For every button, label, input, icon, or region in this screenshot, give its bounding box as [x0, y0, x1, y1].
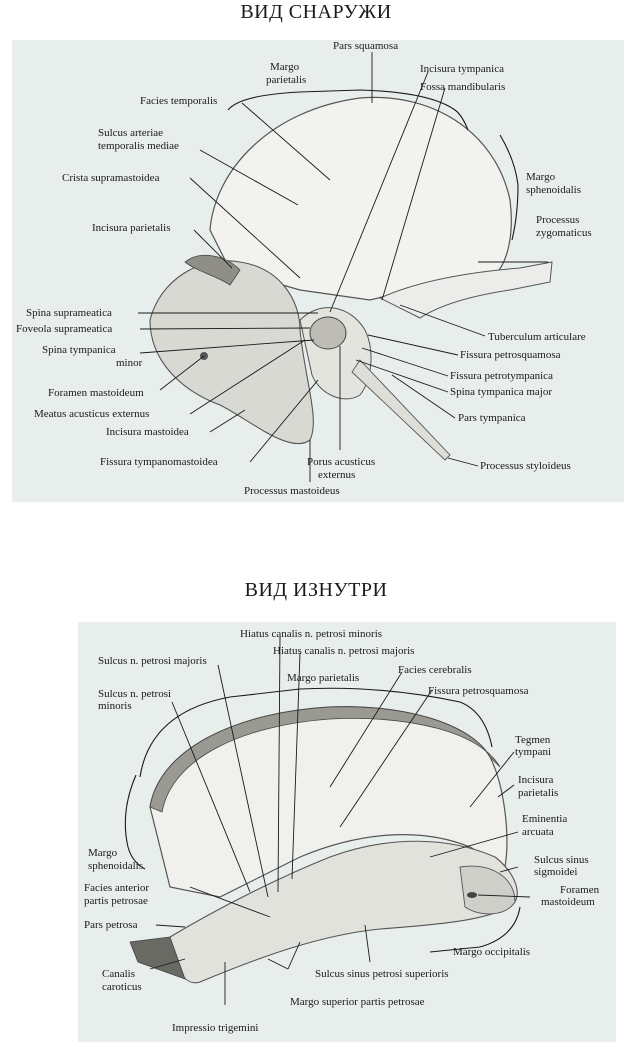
- inner-margo-occipitalis-bracket: [429, 906, 521, 953]
- label-sulcus-petrosi-minoris-1: Sulcus n. petrosi: [98, 688, 171, 700]
- label-facies-anterior-1: Facies anterior: [84, 882, 149, 894]
- squama-shape: [209, 96, 512, 301]
- label-foveola-suprameatica: Foveola suprameatica: [16, 323, 112, 335]
- label-incisura-parietalis-1: Incisura: [518, 774, 554, 786]
- label-eminentia-arcuata-1: Eminentia: [522, 813, 567, 825]
- inner-view-title: ВИД ИЗНУТРИ: [244, 579, 388, 601]
- label-margo-sphenoidalis-1: Margo: [88, 847, 118, 859]
- label-tegmen-tympani-1: Tegmen: [515, 734, 551, 746]
- label-spina-tympanica-minor-2: minor: [116, 357, 143, 369]
- label-spina-tympanica-minor-1: Spina tympanica: [42, 344, 116, 356]
- label-facies-anterior-2: partis petrosae: [84, 895, 148, 907]
- styloid-process-shape: [351, 359, 451, 461]
- label-processus-zygomaticus-2: zygomaticus: [536, 227, 592, 239]
- margo-sphenoidalis-bracket: [499, 134, 519, 241]
- label-margo-parietalis-2: parietalis: [266, 74, 306, 86]
- label-sulcus-arteriae-1: Sulcus arteriae: [98, 127, 163, 139]
- temporal-bone-inner-drawing: [129, 706, 518, 984]
- inner-margo-parietalis-bracket: [139, 687, 493, 778]
- label-crista-supramastoidea: Crista supramastoidea: [62, 172, 160, 184]
- label-margo-sphenoidalis-2: sphenoidalis: [88, 860, 143, 872]
- serrated-margin-shape: [149, 706, 501, 813]
- zygomatic-process-shape: [378, 261, 553, 319]
- label-margo-occipitalis: Margo occipitalis: [453, 946, 530, 958]
- label-impressio-trigemini: Impressio trigemini: [172, 1022, 258, 1034]
- label-margo-superior: Margo superior partis petrosae: [290, 996, 425, 1008]
- label-fissura-petrosquamosa: Fissura petrosquamosa: [428, 685, 529, 697]
- temporal-bone-outer-drawing: [149, 96, 553, 461]
- label-incisura-mastoidea: Incisura mastoidea: [106, 426, 189, 438]
- petrous-apex-shape: [129, 936, 186, 980]
- label-pars-squamosa: Pars squamosa: [333, 40, 398, 52]
- label-eminentia-arcuata-2: arcuata: [522, 826, 554, 838]
- label-processus-styloideus: Processus styloideus: [480, 460, 571, 472]
- label-pars-tympanica: Pars tympanica: [458, 412, 526, 424]
- label-hiatus-minoris: Hiatus canalis n. petrosi minoris: [240, 628, 382, 640]
- label-processus-mastoideus: Processus mastoideus: [244, 485, 340, 497]
- label-foramen-mastoideum: Foramen mastoideum: [48, 387, 144, 399]
- label-margo-parietalis-1: Margo: [270, 61, 300, 73]
- inner-leader-lines: [149, 636, 531, 1005]
- mastoid-shape: [149, 260, 314, 445]
- label-margo-parietalis: Margo parietalis: [287, 672, 359, 684]
- label-meatus-acusticus-externus: Meatus acusticus externus: [34, 408, 149, 420]
- label-foramen-mastoideum-2: mastoideum: [541, 896, 595, 908]
- label-canalis-caroticus-1: Canalis: [102, 968, 135, 980]
- label-incisura-tympanica: Incisura tympanica: [420, 63, 504, 75]
- outer-leader-lines: [138, 52, 548, 482]
- outer-view-figure: Pars squamosa Margo parietalis Incisura …: [16, 40, 592, 497]
- label-facies-temporalis: Facies temporalis: [140, 95, 217, 107]
- label-pars-petrosa: Pars petrosa: [84, 919, 138, 931]
- inner-margo-sphenoidalis-bracket: [124, 774, 146, 870]
- label-sulcus-sinus-petrosi-superioris: Sulcus sinus petrosi superioris: [315, 968, 449, 980]
- label-sulcus-petrosi-minoris-2: minoris: [98, 700, 132, 712]
- sigmoid-sulcus-shape: [459, 865, 516, 915]
- label-processus-zygomaticus-1: Processus: [536, 214, 579, 226]
- label-margo-sphenoidalis-1: Margo: [526, 171, 556, 183]
- label-sulcus-arteriae-2: temporalis mediae: [98, 140, 179, 152]
- label-foramen-mastoideum-1: Foramen: [560, 884, 600, 896]
- label-spina-tympanica-major: Spina tympanica major: [450, 386, 552, 398]
- outer-view-title: ВИД СНАРУЖИ: [240, 1, 392, 23]
- label-fissura-petrotympanica: Fissura petrotympanica: [450, 370, 553, 382]
- label-sulcus-sinus-sigmoidei-2: sigmoidei: [534, 866, 577, 878]
- label-fissura-petrosquamosa: Fissura petrosquamosa: [460, 349, 561, 361]
- external-meatus-shape: [309, 316, 347, 350]
- label-incisura-parietalis: Incisura parietalis: [92, 222, 171, 234]
- label-hiatus-majoris: Hiatus canalis n. petrosi majoris: [273, 645, 414, 657]
- label-sulcus-sinus-sigmoidei-1: Sulcus sinus: [534, 854, 589, 866]
- label-porus-acusticus-1: Porus acusticus: [307, 456, 375, 468]
- label-facies-cerebralis: Facies cerebralis: [398, 664, 472, 676]
- inner-mastoid-foramen-shape: [467, 892, 477, 898]
- label-tuberculum-articulare: Tuberculum articulare: [488, 331, 586, 343]
- label-canalis-caroticus-2: caroticus: [102, 981, 142, 993]
- margo-parietalis-bracket: [227, 89, 469, 131]
- label-fissura-tympanomastoidea: Fissura tympanomastoidea: [100, 456, 218, 468]
- label-incisura-parietalis-2: parietalis: [518, 787, 558, 799]
- inner-view-figure: Hiatus canalis n. petrosi minoris Sulcus…: [84, 628, 600, 1034]
- label-sulcus-petrosi-majoris: Sulcus n. petrosi majoris: [98, 655, 207, 667]
- label-spina-suprameatica: Spina suprameatica: [26, 307, 112, 319]
- label-porus-acusticus-2: externus: [318, 469, 355, 481]
- label-tegmen-tympani-2: tympani: [515, 746, 551, 758]
- label-fossa-mandibularis: Fossa mandibularis: [420, 81, 505, 93]
- label-margo-sphenoidalis-2: sphenoidalis: [526, 184, 581, 196]
